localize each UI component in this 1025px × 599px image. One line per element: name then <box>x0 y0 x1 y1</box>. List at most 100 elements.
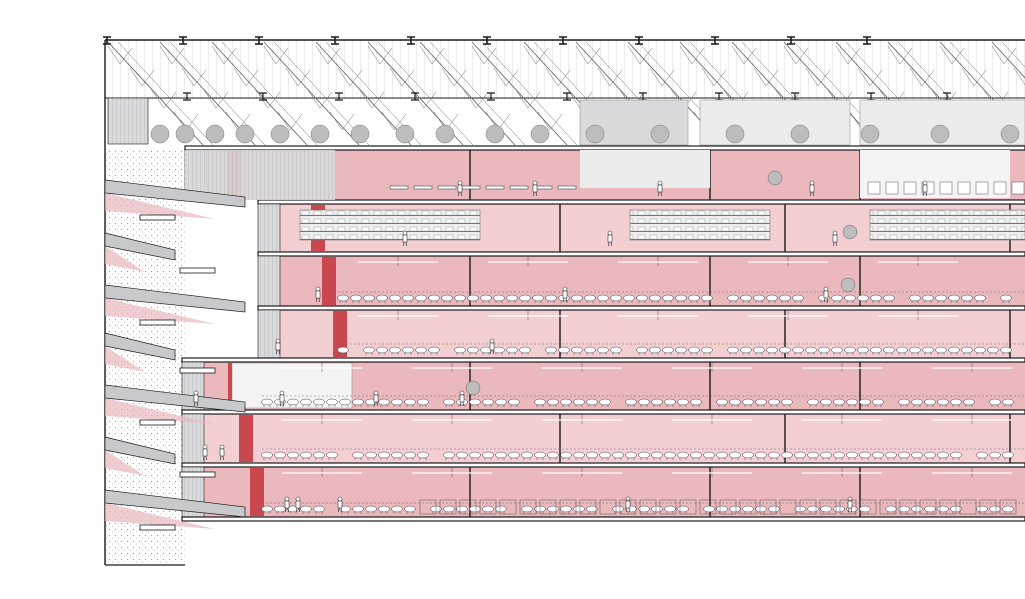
pig-icon <box>675 294 687 303</box>
work-table <box>413 185 433 190</box>
animal-stall <box>619 499 637 515</box>
animal-stall <box>739 499 757 515</box>
animal-stall <box>439 499 457 515</box>
glazed-core <box>257 255 281 307</box>
ramp-shadow <box>105 450 145 476</box>
pig-icon <box>454 294 466 303</box>
pig-icon <box>755 398 767 407</box>
i-beam-section-icon <box>787 36 795 45</box>
workstation <box>975 181 989 195</box>
animal-stall <box>419 499 437 515</box>
ramp-landing <box>139 319 176 326</box>
pig-icon <box>898 451 910 460</box>
pig-icon <box>1002 398 1014 407</box>
truss-web <box>211 45 237 65</box>
pig-icon <box>701 346 713 355</box>
pig-icon <box>532 294 544 303</box>
pig-icon <box>508 451 520 460</box>
kitchen-zone <box>580 150 710 188</box>
truss-web <box>753 67 779 87</box>
pig-icon <box>662 346 674 355</box>
pig-icon <box>688 346 700 355</box>
i-beam-section-icon <box>183 92 191 101</box>
pig-icon <box>703 451 715 460</box>
pig-icon <box>690 451 702 460</box>
pig-icon <box>870 294 882 303</box>
work-table <box>557 185 577 190</box>
pig-icon <box>805 346 817 355</box>
pig-icon <box>404 451 416 460</box>
truss-web <box>419 45 445 65</box>
animal-stall <box>719 499 737 515</box>
pig-icon <box>482 505 494 514</box>
animal-stall <box>759 499 777 515</box>
pig-icon <box>547 398 559 407</box>
pig-icon <box>898 398 910 407</box>
ramp-landing <box>179 267 216 274</box>
pig-icon <box>599 451 611 460</box>
ramp-shadow <box>105 346 145 372</box>
pig-icon <box>363 294 375 303</box>
pig-icon <box>820 505 832 514</box>
pig-icon <box>404 398 416 407</box>
pig-icon <box>961 346 973 355</box>
pig-icon <box>313 505 325 514</box>
pig-icon <box>948 294 960 303</box>
pig-icon <box>300 505 312 514</box>
truss-web <box>835 45 861 65</box>
pig-icon <box>352 398 364 407</box>
truss-diagonal <box>221 41 318 146</box>
pig-icon <box>586 451 598 460</box>
animal-stall <box>859 499 877 515</box>
pig-icon <box>768 398 780 407</box>
animal-stall <box>479 499 497 515</box>
animal-stall <box>519 499 537 515</box>
pig-icon <box>727 346 739 355</box>
potted-tree-icon <box>790 124 810 144</box>
standing-person-icon <box>373 390 379 407</box>
pig-icon <box>807 398 819 407</box>
truss-diagonal <box>377 41 474 146</box>
truss-web <box>411 89 437 109</box>
standing-person-icon <box>489 338 495 355</box>
pig-icon <box>911 398 923 407</box>
truss-web <box>909 67 935 87</box>
pig-icon <box>831 346 843 355</box>
i-beam-section-icon <box>487 92 495 101</box>
glazed-core <box>257 203 281 253</box>
pig-icon <box>755 505 767 514</box>
floor-slab <box>257 251 1025 257</box>
workstation <box>993 181 1007 195</box>
pig-icon <box>495 451 507 460</box>
pig-icon <box>729 398 741 407</box>
animal-stall <box>599 499 617 515</box>
pig-icon <box>872 451 884 460</box>
room-contents <box>193 170 1025 515</box>
truss-web <box>233 67 259 87</box>
pig-icon <box>651 398 663 407</box>
animal-stall <box>879 499 897 515</box>
pig-icon <box>818 346 830 355</box>
workstation <box>867 181 881 195</box>
storage-shelf <box>629 209 771 241</box>
pig-icon <box>781 398 793 407</box>
animal-stall <box>539 499 557 515</box>
pig-icon <box>378 398 390 407</box>
access-ramp <box>104 284 246 313</box>
pig-icon <box>857 346 869 355</box>
truss-web <box>649 67 675 87</box>
roof-skylight <box>105 40 1025 100</box>
access-ramp <box>104 232 176 261</box>
pig-icon <box>742 505 754 514</box>
pig-icon <box>781 451 793 460</box>
pig-icon <box>363 346 375 355</box>
floor-slab <box>184 145 1025 151</box>
ramp-shadow <box>105 246 145 272</box>
animal-stall <box>579 499 597 515</box>
pig-icon <box>950 398 962 407</box>
potted-tree-icon <box>310 124 330 144</box>
potted-tree-icon <box>235 124 255 144</box>
pig-icon <box>974 346 986 355</box>
pig-icon <box>454 346 466 355</box>
pig-icon <box>857 294 869 303</box>
